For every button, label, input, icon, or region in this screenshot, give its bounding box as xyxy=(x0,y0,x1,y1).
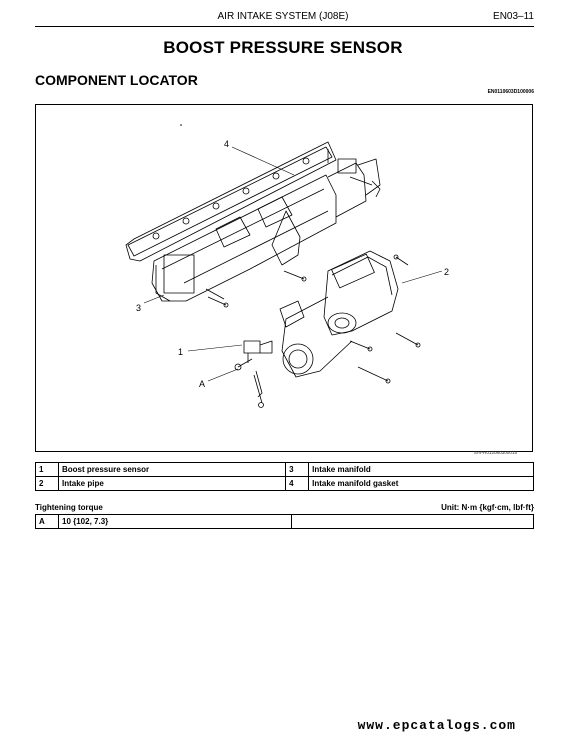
part-number: 3 xyxy=(285,462,310,477)
torque-table: A 10 {102, 7.3} xyxy=(35,514,534,529)
section-title: COMPONENT LOCATOR xyxy=(35,72,198,88)
callout-A: A xyxy=(199,379,205,389)
table-row: 2 Intake pipe 4 Intake manifold gasket xyxy=(35,476,534,491)
parts-table: 1 Boost pressure sensor 3 Intake manifol… xyxy=(35,462,534,491)
callout-1: 1 xyxy=(178,347,183,357)
page-title: BOOST PRESSURE SENSOR xyxy=(163,38,403,57)
figure-code: SAPH012080300015 xyxy=(473,450,517,455)
header-rule xyxy=(35,26,534,27)
bolts-drawing xyxy=(207,254,421,384)
callout-labels: 4 2 3 1 A xyxy=(136,139,449,389)
torque-unit: Unit: N·m {kgf·cm, lbf·ft} xyxy=(441,503,534,512)
part-name: Boost pressure sensor xyxy=(57,462,287,477)
exploded-view-drawing: 4 2 3 1 A xyxy=(125,124,449,408)
intake-manifold-gasket-drawing xyxy=(125,141,337,262)
callout-3: 3 xyxy=(136,303,141,313)
callout-4: 4 xyxy=(224,139,229,149)
part-name: Intake manifold gasket xyxy=(308,476,534,491)
intake-pipe-drawing xyxy=(279,250,399,378)
torque-key: A xyxy=(35,514,59,529)
document-code: EN0110603D100006 xyxy=(487,89,534,95)
part-name: Intake pipe xyxy=(57,476,287,491)
table-row: A 10 {102, 7.3} xyxy=(35,514,534,529)
part-number: 1 xyxy=(35,462,59,477)
part-number: 2 xyxy=(35,476,59,491)
header-title: AIR INTAKE SYSTEM (J08E) xyxy=(217,11,349,22)
callout-2: 2 xyxy=(444,267,449,277)
part-number: 4 xyxy=(285,476,310,491)
component-locator-figure: 4 2 3 1 A xyxy=(35,104,533,452)
intake-manifold-drawing xyxy=(151,149,381,302)
part-name: Intake manifold xyxy=(308,462,534,477)
callout-leaders xyxy=(143,146,443,382)
torque-value: 10 {102, 7.3} xyxy=(58,514,292,529)
table-row: 1 Boost pressure sensor 3 Intake manifol… xyxy=(35,462,534,477)
torque-empty-cell xyxy=(291,514,534,529)
boost-pressure-sensor-drawing xyxy=(234,340,273,408)
watermark-text: www.epcatalogs.com xyxy=(357,718,516,733)
torque-heading: Tightening torque xyxy=(35,503,103,512)
page-number: EN03–11 xyxy=(493,11,534,22)
